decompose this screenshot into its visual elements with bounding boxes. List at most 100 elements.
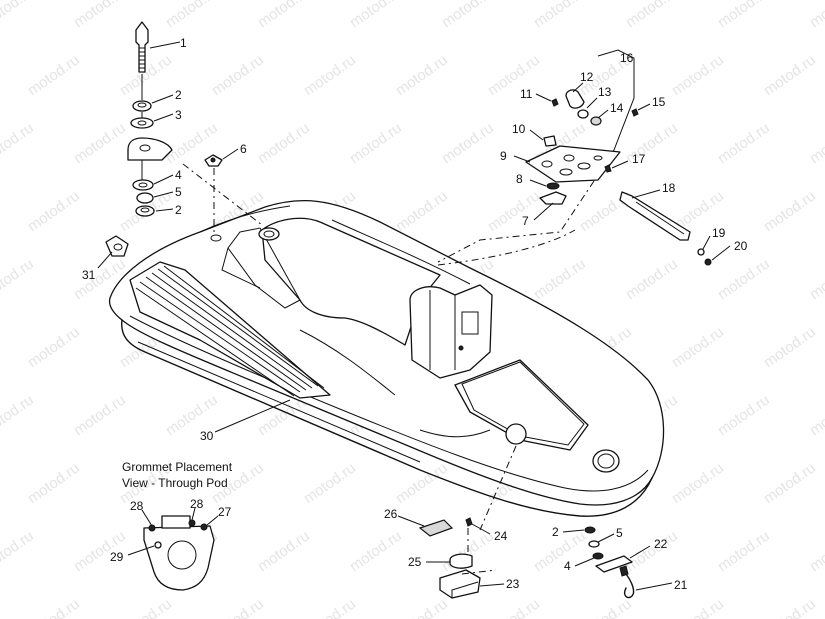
watermark-text: motod.ru [209,51,267,99]
callout-9: 9 [500,149,507,163]
watermark-text: motod.ru [255,119,313,167]
hood-skirt [121,319,653,517]
watermark-text: motod.ru [807,0,825,31]
inset-caption-line2: View - Through Pod [122,476,228,490]
watermark-text: motod.ru [807,255,825,303]
watermark-text: motod.ru [71,0,129,31]
watermark-text: motod.ru [761,323,819,371]
watermark-text: motod.ru [393,51,451,99]
callout-labels: 1 2 3 4 5 2 6 31 30 11 12 13 14 15 16 10… [82,36,748,592]
inset-caption-line1: Grommet Placement [122,460,233,474]
watermark-text: motod.ru [669,595,727,619]
bushing-13 [577,109,589,119]
watermark-text: motod.ru [715,119,773,167]
callout-24: 24 [494,529,508,543]
callout-28b: 28 [190,497,204,511]
watermark-text: motod.ru [715,391,773,439]
vent-slats [135,265,325,397]
watermark-text: motod.ru [117,595,175,619]
watermark-text: motod.ru [439,119,497,167]
lever-7 [539,191,567,205]
callout-5: 5 [175,185,182,199]
watermark-text: motod.ru [669,323,727,371]
watermark-text: motod.ru [255,527,313,575]
callout-25: 25 [408,555,422,569]
watermark-text: motod.ru [25,187,83,235]
screw-15 [631,108,639,117]
callout-2c: 2 [552,525,559,539]
callout-23: 23 [506,577,520,591]
watermark-text: motod.ru [117,51,175,99]
watermark-text: motod.ru [623,255,681,303]
callout-20: 20 [734,239,748,253]
watermark-text: motod.ru [0,391,37,439]
watermark-text: motod.ru [0,527,37,575]
lockwasher-5b [588,540,600,548]
lower-hardware [418,445,635,599]
watermark-text: motod.ru [807,119,825,167]
cable-18 [619,191,691,241]
callout-22: 22 [654,537,668,551]
watermark-text: motod.ru [669,459,727,507]
callout-30: 30 [200,429,214,443]
lanyard-21 [623,573,635,599]
watermark-text: motod.ru [623,527,681,575]
watermark-text: motod.ru [715,0,773,31]
screw-24 [465,517,473,527]
watermark-text: motod.ru [25,595,83,619]
watermark-text: motod.ru [347,0,405,31]
stud-stack [127,21,173,217]
filler-opening [258,227,280,241]
watermark-text: motod.ru [531,255,589,303]
watermark-text: motod.ru [715,527,773,575]
callout-7: 7 [522,214,529,228]
label-plate [161,515,191,529]
watermark-text: motod.ru [807,391,825,439]
seat-recess [261,217,441,346]
callout-27: 27 [218,505,232,519]
lockwasher-5 [136,192,154,204]
watermark-text: motod.ru [25,459,83,507]
screw-11 [551,98,559,107]
watermark-text: motod.ru [531,0,589,31]
callout-14: 14 [610,101,624,115]
bracket-23 [439,569,481,599]
pod-outline [143,525,215,591]
storage-recess [454,359,589,451]
washer-4b [592,552,604,560]
watermark-text: motod.ru [25,51,83,99]
washer-4 [132,179,154,191]
drain-plug-31 [105,235,129,257]
washer-3 [130,117,154,129]
callout-19: 19 [712,226,726,240]
watermark-text: motod.ru [25,323,83,371]
watermark-text: motod.ru [807,527,825,575]
watermark-text: motod.ru [0,119,37,167]
nut-2c [584,526,596,534]
callout-12: 12 [580,70,594,84]
callout-13: 13 [598,85,612,99]
callout-16: 16 [620,51,634,65]
grommet-inset [143,515,215,591]
callout-18: 18 [662,181,676,195]
control-assembly [437,49,712,266]
callout-28a: 28 [130,499,144,513]
callout-4: 4 [175,168,182,182]
watermark-text: motod.ru [761,187,819,235]
callout-4b: 4 [564,559,571,573]
watermark-text: motod.ru [485,595,543,619]
watermark-text: motod.ru [761,51,819,99]
watermark-text: motod.ru [71,391,129,439]
watermark-text: motod.ru [163,0,221,31]
plate-22 [595,555,633,573]
callout-15: 15 [652,95,666,109]
leader-lines [97,41,731,591]
watermark-text: motod.ru [485,51,543,99]
callout-3: 3 [175,108,182,122]
watermark-text: motod.ru [485,187,543,235]
callout-17: 17 [632,152,646,166]
washer-19 [697,248,705,256]
watermark-text: motod.ru [623,0,681,31]
callout-29: 29 [110,550,124,564]
